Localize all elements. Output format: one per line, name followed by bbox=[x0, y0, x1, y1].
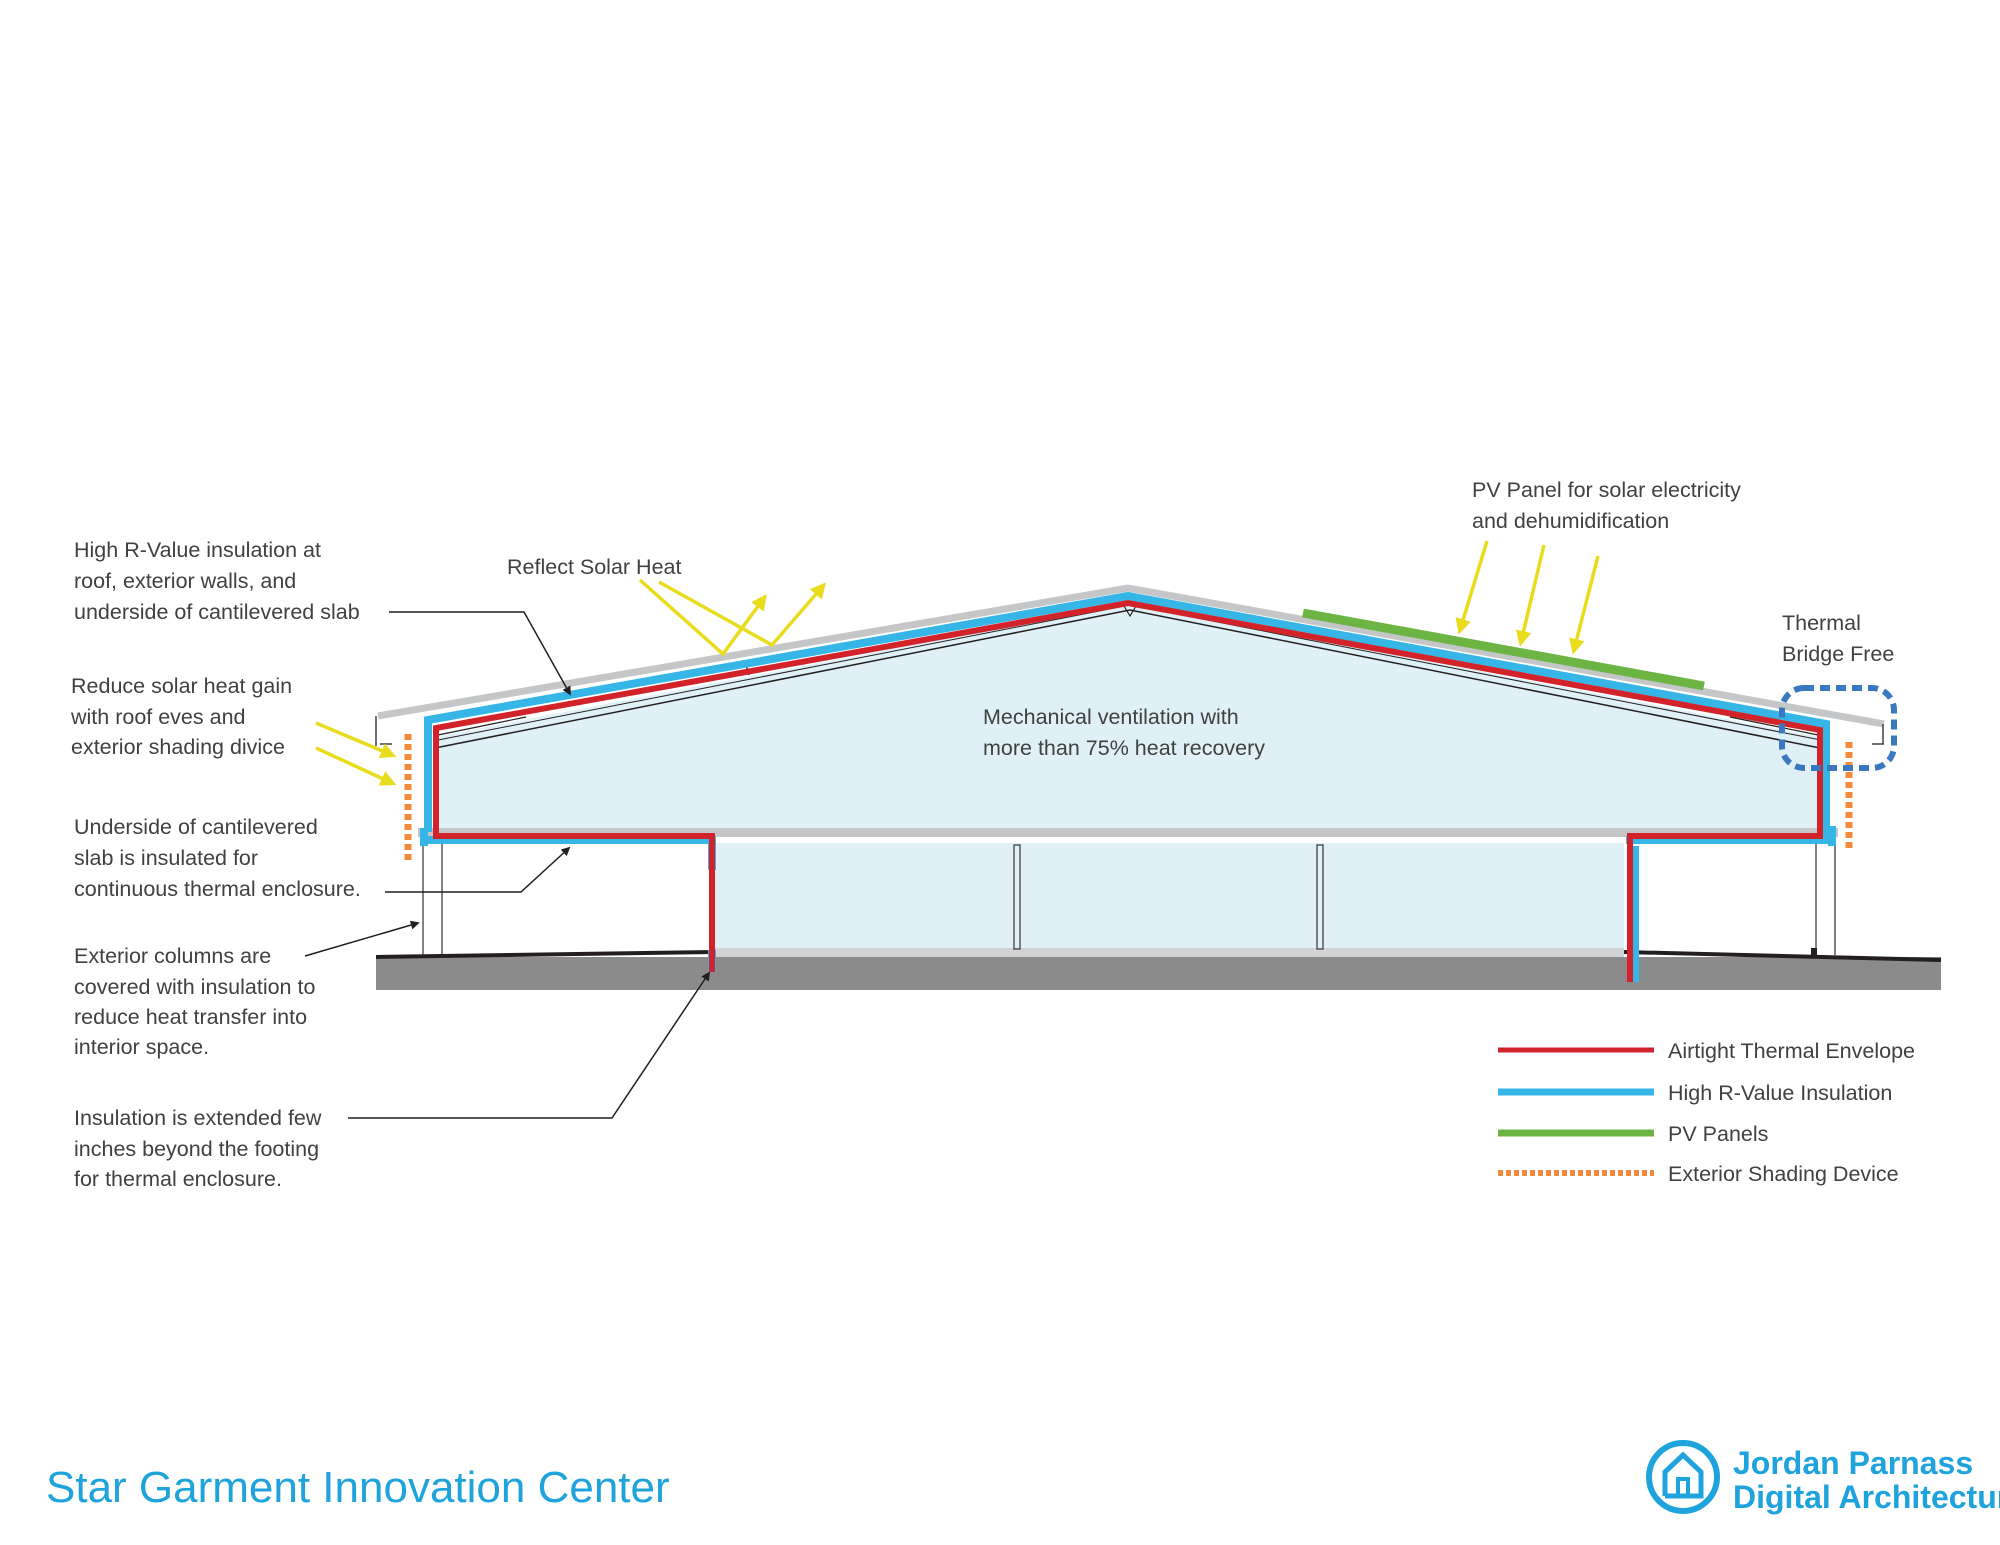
pv-sun-arrow-3 bbox=[1569, 555, 1600, 655]
insulation-roof-walls bbox=[424, 591, 1830, 842]
insulation-left-slab bbox=[424, 836, 716, 870]
brand-logo: Jordan Parnass Digital Architecture bbox=[1646, 1440, 2000, 1515]
legend-label-shading: Exterior Shading Device bbox=[1668, 1162, 1899, 1186]
leader-footing bbox=[348, 971, 711, 1119]
brand-name-line1: Jordan Parnass bbox=[1733, 1445, 1973, 1481]
leader-columns bbox=[304, 920, 420, 957]
legend-label-insulation: High R-Value Insulation bbox=[1668, 1081, 1892, 1105]
reflect-arrow-2 bbox=[658, 580, 827, 648]
reflect-solar-label: Reflect Solar Heat bbox=[507, 555, 681, 579]
mechanical-ventilation-note: Mechanical ventilation with more than 75… bbox=[983, 705, 1265, 760]
footing-note: Insulation is extended few inches beyond… bbox=[74, 1106, 327, 1191]
legend-label-envelope: Airtight Thermal Envelope bbox=[1668, 1039, 1915, 1063]
exterior-columns-note: Exterior columns are covered with insula… bbox=[74, 944, 321, 1059]
thermal-bridge-label: Thermal Bridge Free bbox=[1782, 611, 1894, 666]
ground bbox=[376, 957, 1941, 990]
underside-slab-note: Underside of cantilevered slab is insula… bbox=[74, 815, 361, 901]
brand-name-line2: Digital Architecture bbox=[1733, 1479, 2000, 1515]
solar-arrows bbox=[315, 540, 1600, 786]
legend-label-pv: PV Panels bbox=[1668, 1122, 1768, 1146]
thermal-bridge-marker bbox=[1779, 685, 1897, 771]
leader-insulation bbox=[389, 611, 571, 696]
pv-sun-arrow-2 bbox=[1515, 544, 1546, 647]
pv-sun-arrow-1 bbox=[1455, 540, 1489, 635]
legend: Airtight Thermal Envelope High R-Value I… bbox=[1498, 1039, 1915, 1186]
reduce-solar-note: Reduce solar heat gain with roof eves an… bbox=[70, 674, 298, 759]
airtight-envelope bbox=[433, 599, 1823, 982]
page-title: Star Garment Innovation Center bbox=[46, 1463, 670, 1512]
floor-slab bbox=[418, 828, 1838, 837]
house-logo-icon bbox=[1646, 1440, 1720, 1514]
leader-lines bbox=[304, 611, 711, 1119]
leader-underside bbox=[385, 846, 571, 893]
pv-panel bbox=[1302, 608, 1705, 691]
lower-interior bbox=[714, 843, 1624, 951]
ground-slab bbox=[714, 948, 1624, 957]
annotations: High R-Value insulation at roof, exterio… bbox=[70, 478, 1894, 1191]
pv-panel-note: PV Panel for solar electricity and dehum… bbox=[1472, 478, 1747, 533]
building-section bbox=[375, 584, 1942, 990]
shade-sun-arrow-1 bbox=[315, 721, 397, 758]
shade-sun-arrow-2 bbox=[315, 746, 397, 786]
insulation-note: High R-Value insulation at roof, exterio… bbox=[74, 538, 360, 624]
reflect-arrow-1 bbox=[638, 578, 767, 657]
upper-interior bbox=[435, 603, 1820, 828]
roof-sheathing bbox=[377, 584, 1885, 728]
